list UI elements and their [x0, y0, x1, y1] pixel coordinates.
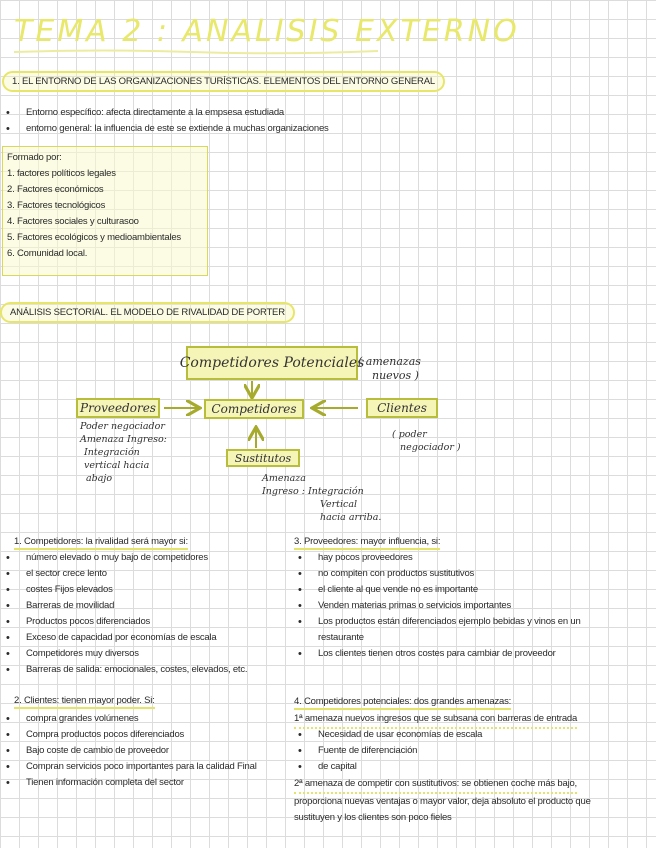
section2-heading: ANÁLISIS SECTORIAL. EL MODELO DE RIVALID…: [0, 302, 295, 323]
node-clientes: Clientes: [366, 398, 438, 418]
proveedores-heading: 3. Proveedores: mayor influencia, si:: [294, 536, 440, 550]
list-item-wrap: restaurante: [318, 632, 364, 643]
page-title: TEMA 2 : ANALISIS EXTERNO: [14, 14, 520, 49]
list-item: el cliente al que vende no es importante: [292, 582, 581, 598]
list-item: Necesidad de usar economías de escala: [292, 727, 482, 743]
clientes-heading: 2. Clientes: tienen mayor poder. Si:: [14, 695, 155, 709]
list-item: Los productos están diferenciados ejempl…: [292, 614, 581, 630]
list-item: 5. Factores ecológicos y medioambientale…: [7, 232, 181, 243]
amenaza-2: 2ª amenaza de competir con sustitutivos:…: [294, 778, 591, 823]
title-underline: [13, 49, 379, 55]
box-title: Formado por:: [7, 152, 62, 163]
section1-heading: 1. EL ENTORNO DE LAS ORGANIZACIONES TURÍ…: [2, 71, 445, 92]
node-competidores: Competidores: [204, 399, 304, 419]
node-proveedores: Proveedores: [76, 398, 160, 418]
list-item: 2. Factores económicos: [7, 184, 104, 195]
list-item: entorno general: la influencia de este s…: [0, 121, 329, 137]
list-item: Barreras de movilidad: [0, 598, 247, 614]
list-item: Bajo coste de cambio de proveedor: [0, 743, 257, 759]
list-item: hay pocos proveedores: [292, 550, 581, 566]
list-item: 3. Factores tecnológicos: [7, 200, 106, 211]
list-item: 4. Factores sociales y culturasoo: [7, 216, 139, 227]
list-item: 6. Comunidad local.: [7, 248, 88, 259]
list-item: compra grandes volúmenes: [0, 711, 257, 727]
list-item: el sector crece lento: [0, 566, 247, 582]
list-item: Tienen información completa del sector: [0, 775, 257, 791]
list-item: Competidores muy diversos: [0, 646, 247, 662]
barreras-list: Necesidad de usar economías de escala Fu…: [292, 727, 482, 775]
clientes-note: ( poder negociador ): [392, 429, 461, 453]
list-item: Exceso de capacidad por economías de esc…: [0, 630, 247, 646]
competidores-heading: 1. Competidores: la rivalidad será mayor…: [14, 536, 188, 550]
potenciales-heading: 4. Competidores potenciales: dos grandes…: [294, 696, 511, 710]
list-item: Compran servicios poco importantes para …: [0, 759, 257, 775]
competidores-list: número elevado o muy bajo de competidore…: [0, 550, 248, 678]
potenciales-note-2: nuevos ): [372, 369, 419, 382]
list-item: Fuente de diferenciación: [292, 743, 482, 759]
proveedores-note: Poder negociador Amenaza Ingreso: Integr…: [80, 421, 167, 484]
list-item: número elevado o muy bajo de competidore…: [0, 550, 247, 566]
potenciales-note-1: ( amenazas: [358, 355, 421, 368]
sustitutos-note: Amenaza Ingreso : Integración Vertical h…: [262, 473, 382, 523]
node-competidores-potenciales: Competidores Potenciales: [180, 346, 364, 380]
list-item: Entorno específico: afecta directamente …: [0, 105, 329, 121]
node-sustitutos: Sustitutos: [226, 449, 300, 467]
list-item: de capital: [292, 759, 482, 775]
section1-bullets: Entorno específico: afecta directamente …: [0, 105, 329, 137]
list-item: Barreras de salida: emocionales, costes,…: [0, 662, 248, 678]
proveedores-list: hay pocos proveedores no compiten con pr…: [292, 550, 581, 662]
list-item: Venden materias primas o servicios impor…: [292, 598, 581, 614]
clientes-list: compra grandes volúmenes Compra producto…: [0, 711, 257, 791]
list-item: Compra productos pocos diferenciados: [0, 727, 257, 743]
list-item: costes Fijos elevados: [0, 582, 247, 598]
list-item: no compiten con productos sustitutivos: [292, 566, 581, 582]
list-item: 1. factores políticos legales: [7, 168, 116, 179]
list-item: Productos pocos diferenciados: [0, 614, 247, 630]
factors-box: Formado por: 1. factores políticos legal…: [2, 146, 208, 276]
list-item: Los clientes tienen otros costes para ca…: [292, 646, 581, 662]
